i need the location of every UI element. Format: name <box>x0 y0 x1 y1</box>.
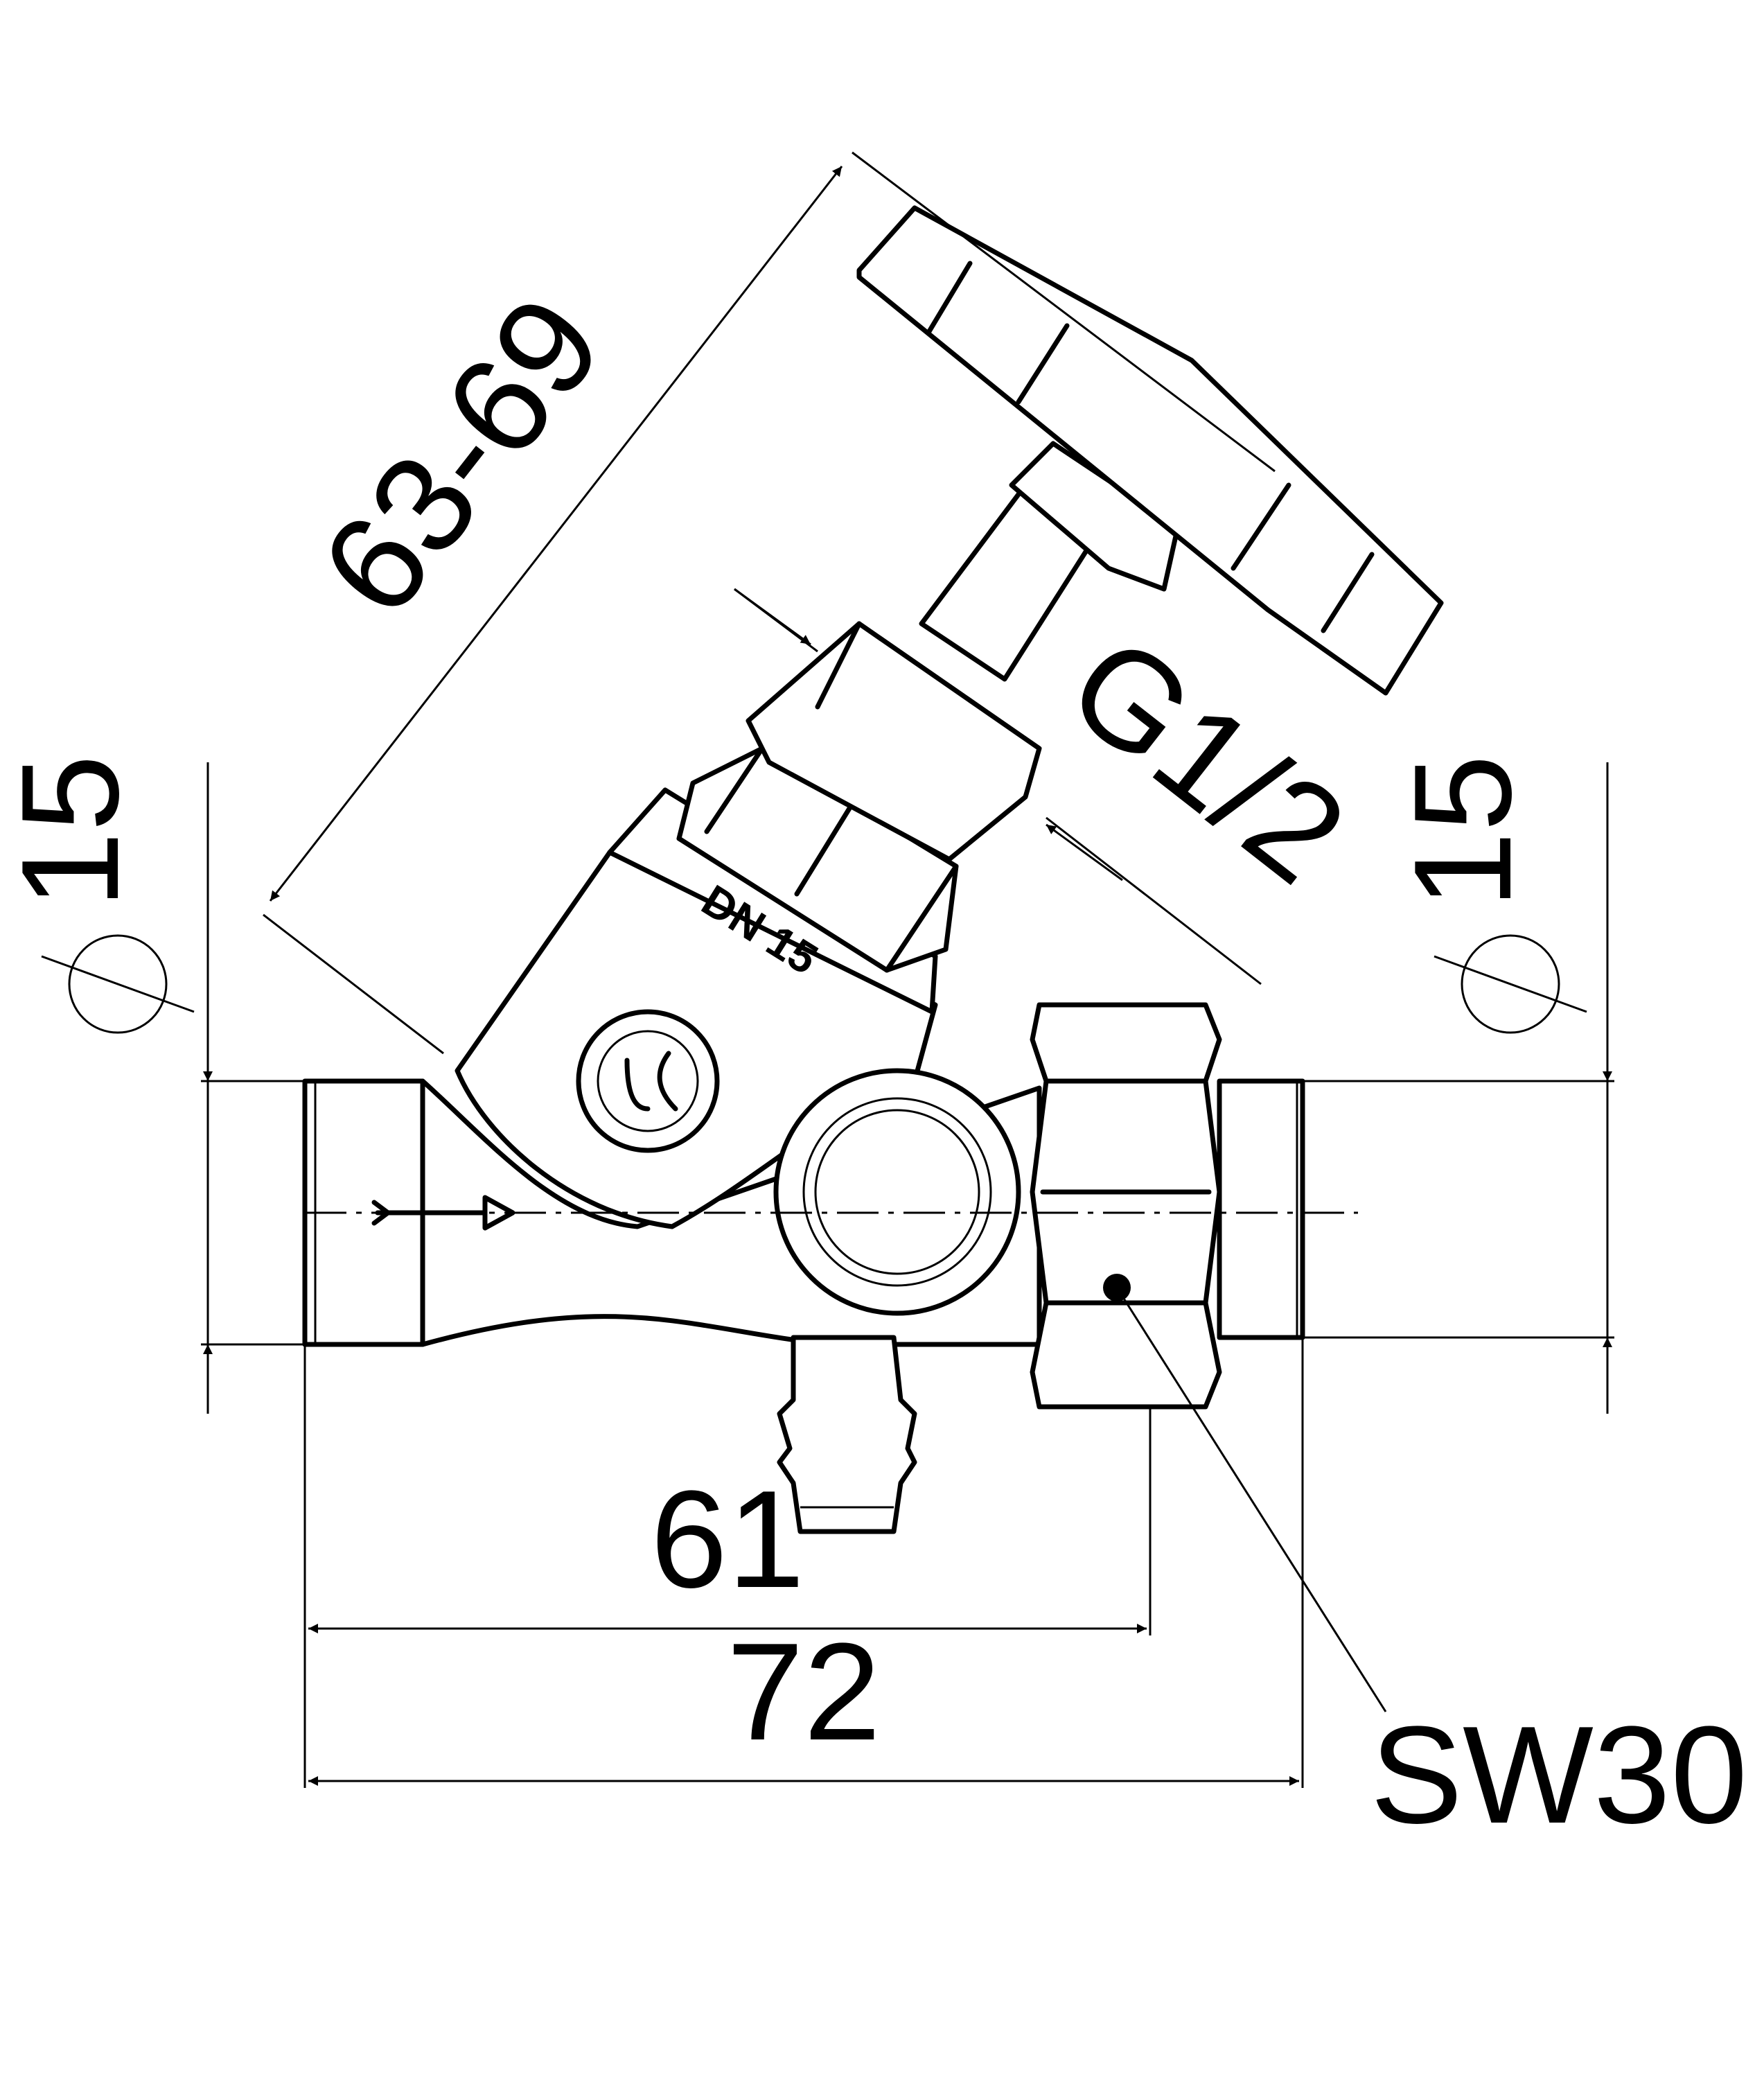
diameter-icon <box>1434 934 1587 1034</box>
stroke-extension-top <box>852 151 1276 473</box>
wrench-leader-line <box>1115 1287 1387 1712</box>
thread-arrow-top <box>734 588 811 646</box>
inlet-diameter-label: 15 <box>0 755 148 909</box>
flow-direction-arrow-icon <box>371 1195 515 1231</box>
manufacturer-logo-icon <box>576 1009 720 1153</box>
outlet-tail <box>1217 1078 1305 1340</box>
handwheel-hub <box>1009 441 1181 592</box>
outlet-diameter-label: 15 <box>1386 755 1540 909</box>
wrench-size-label: SW30 <box>1370 1698 1748 1852</box>
thread-size-label: G1/2 <box>1041 606 1373 913</box>
stroke-extension-bottom <box>263 913 444 1055</box>
drain-nipple <box>777 1335 917 1534</box>
thread-extension-b <box>1046 816 1262 985</box>
diameter-icon <box>41 934 195 1034</box>
stroke-dimension-line <box>269 166 843 902</box>
stroke-length-label: 63-69 <box>292 269 632 643</box>
length-to-nut-label: 61 <box>651 1462 804 1617</box>
thread-arrow-bottom <box>1046 823 1123 881</box>
hex-nut-icon <box>1030 1002 1222 1410</box>
measuring-port <box>773 1068 1021 1316</box>
overall-length-label: 72 <box>727 1615 881 1769</box>
